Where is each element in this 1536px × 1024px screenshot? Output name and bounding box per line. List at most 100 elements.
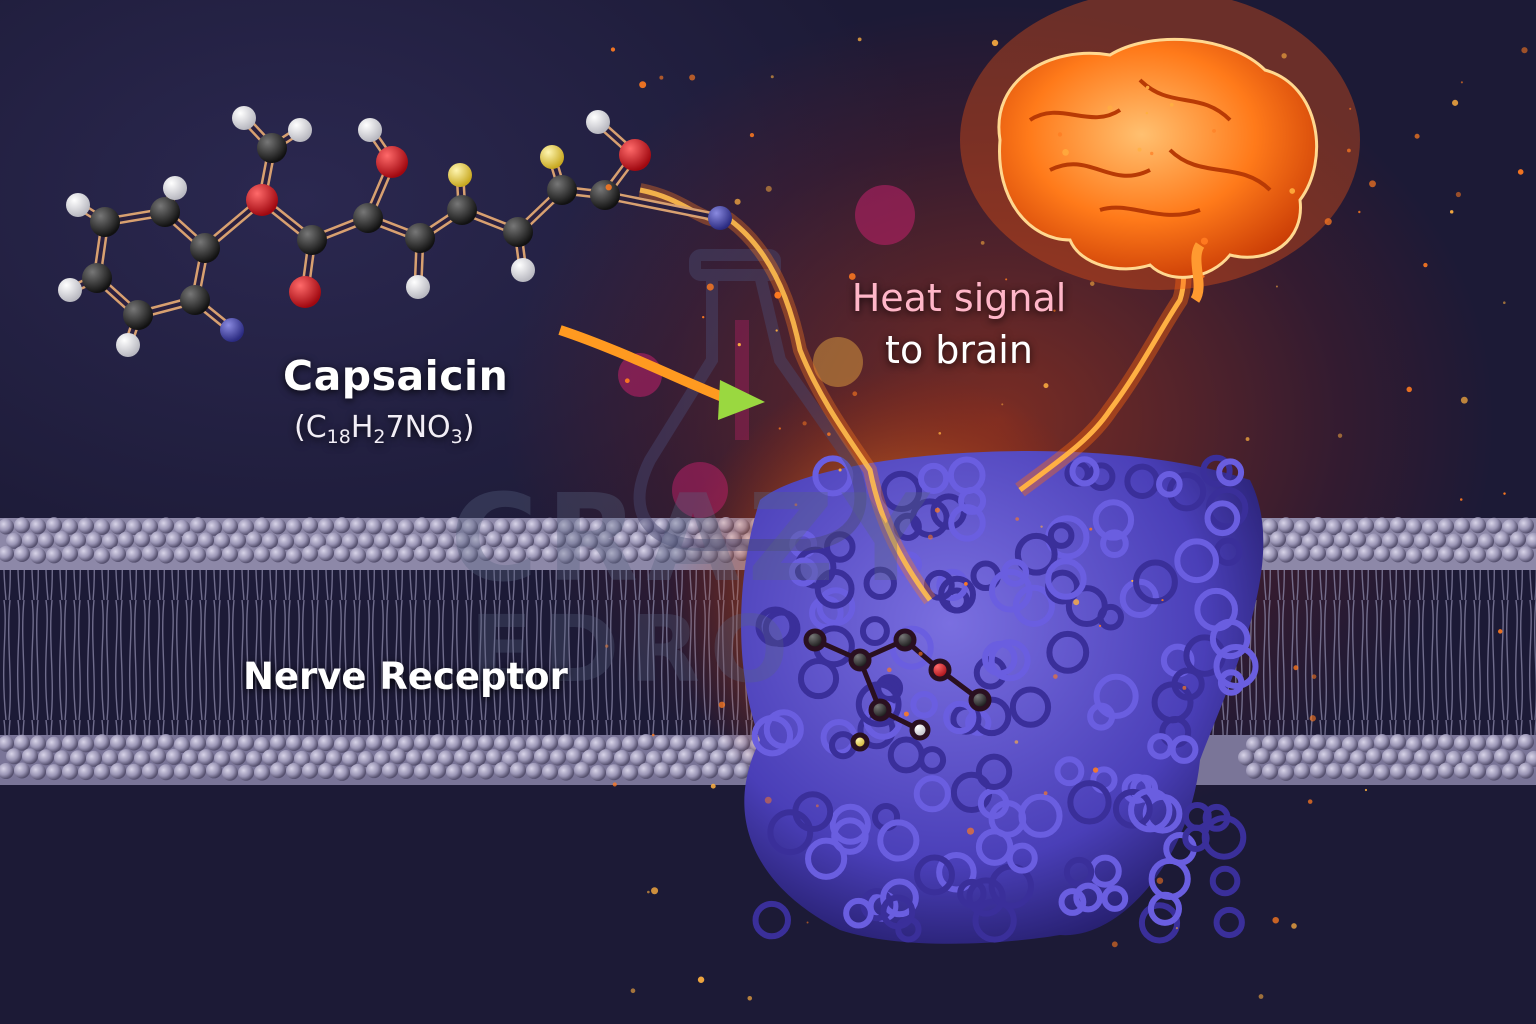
lipid-head [1254, 748, 1270, 765]
lipid-head [446, 763, 462, 780]
lipid-head [230, 749, 246, 766]
spark [918, 651, 923, 656]
lipid-head [686, 736, 702, 753]
lipid-head [86, 750, 102, 767]
lipid-head [606, 764, 622, 781]
spark [1073, 599, 1080, 606]
spark [1324, 218, 1332, 226]
lipid-head [1502, 545, 1518, 562]
spark [794, 503, 798, 507]
spark [697, 976, 705, 983]
heat-signal-line1: Heat signal [851, 276, 1067, 320]
lipid-head [430, 518, 446, 535]
lipid-head [46, 547, 62, 564]
lipid-head [102, 749, 118, 766]
lipid-head [1342, 736, 1358, 753]
lipid-head [1342, 545, 1358, 562]
carbon-atom [503, 217, 533, 247]
lipid-head [550, 531, 566, 548]
spark [605, 184, 612, 191]
flask-logo-icon [633, 249, 867, 551]
protein-helix [1014, 532, 1058, 576]
spark [1111, 941, 1118, 948]
lipid-head [406, 533, 422, 550]
lipid-head [1278, 517, 1294, 534]
lipid-head [1422, 734, 1438, 751]
lipid-head [22, 748, 38, 765]
spark [639, 81, 647, 89]
lipid-head [14, 517, 30, 534]
spark [747, 995, 753, 1001]
lipid-head [254, 517, 270, 534]
lipid-head [1302, 748, 1318, 765]
spark [1517, 169, 1524, 175]
spark [1137, 147, 1142, 152]
spark [702, 315, 705, 319]
lipid-head [142, 763, 158, 780]
protein-helix [1171, 667, 1205, 701]
spark [1001, 403, 1004, 406]
lipid-head [638, 545, 654, 562]
lipid-head [206, 519, 222, 536]
lipid-head [94, 763, 110, 780]
lipid-head [1374, 545, 1390, 562]
ember-sparks [605, 37, 1528, 1001]
lipid-head [718, 764, 734, 781]
lipid-head [1390, 763, 1406, 780]
lipid-head [70, 532, 86, 549]
lipid-head [558, 519, 574, 536]
lipid-head [1502, 734, 1518, 751]
lipid-head [1462, 750, 1478, 767]
protein-helix [1092, 499, 1135, 541]
lipid-head [78, 517, 94, 534]
lipid-head [622, 519, 638, 536]
lipid-head [286, 518, 302, 535]
lipid-head [438, 533, 454, 550]
lipid-head [358, 750, 374, 767]
lipid-head [1358, 517, 1374, 534]
spark [1005, 278, 1008, 281]
lipid-head [310, 749, 326, 766]
lipid-head [462, 519, 478, 536]
lipid-head [390, 532, 406, 549]
spark [1089, 527, 1093, 531]
lipid-head [30, 518, 46, 535]
protein-helix [880, 878, 919, 918]
lipid-head [1310, 517, 1326, 534]
spark [886, 667, 892, 673]
heat-signal-line2: to brain [885, 328, 1033, 372]
lipid-head [366, 734, 382, 751]
spark [718, 701, 726, 708]
spark [1460, 396, 1468, 404]
lipid-head [462, 546, 478, 563]
lipid-head [374, 750, 390, 767]
lipid-head [446, 517, 462, 534]
lipid-head [662, 532, 678, 549]
lipid-head [1326, 545, 1342, 562]
lipid-head [1326, 736, 1342, 753]
brain-icon [960, 0, 1360, 303]
lipid-head [214, 532, 230, 549]
lipid-head [1374, 517, 1390, 534]
lipid-head [654, 517, 670, 534]
spark [1145, 85, 1150, 90]
lipid-head [278, 750, 294, 767]
lipid-head [422, 532, 438, 549]
lipid-head [542, 764, 558, 781]
lipid-head [590, 547, 606, 564]
lipid-head [190, 517, 206, 534]
lipid-head [54, 531, 70, 548]
lipid-head [390, 748, 406, 765]
lipid-head [62, 735, 78, 752]
lipid-head [622, 764, 638, 781]
lipid-head [1358, 736, 1374, 753]
spark [1258, 994, 1264, 999]
lipid-head [126, 734, 142, 751]
spark [1503, 492, 1506, 495]
protein-helix [816, 587, 856, 627]
spark [1182, 685, 1187, 690]
lipid-head [342, 533, 358, 550]
protein-helix [792, 791, 834, 833]
spark [1202, 275, 1205, 278]
